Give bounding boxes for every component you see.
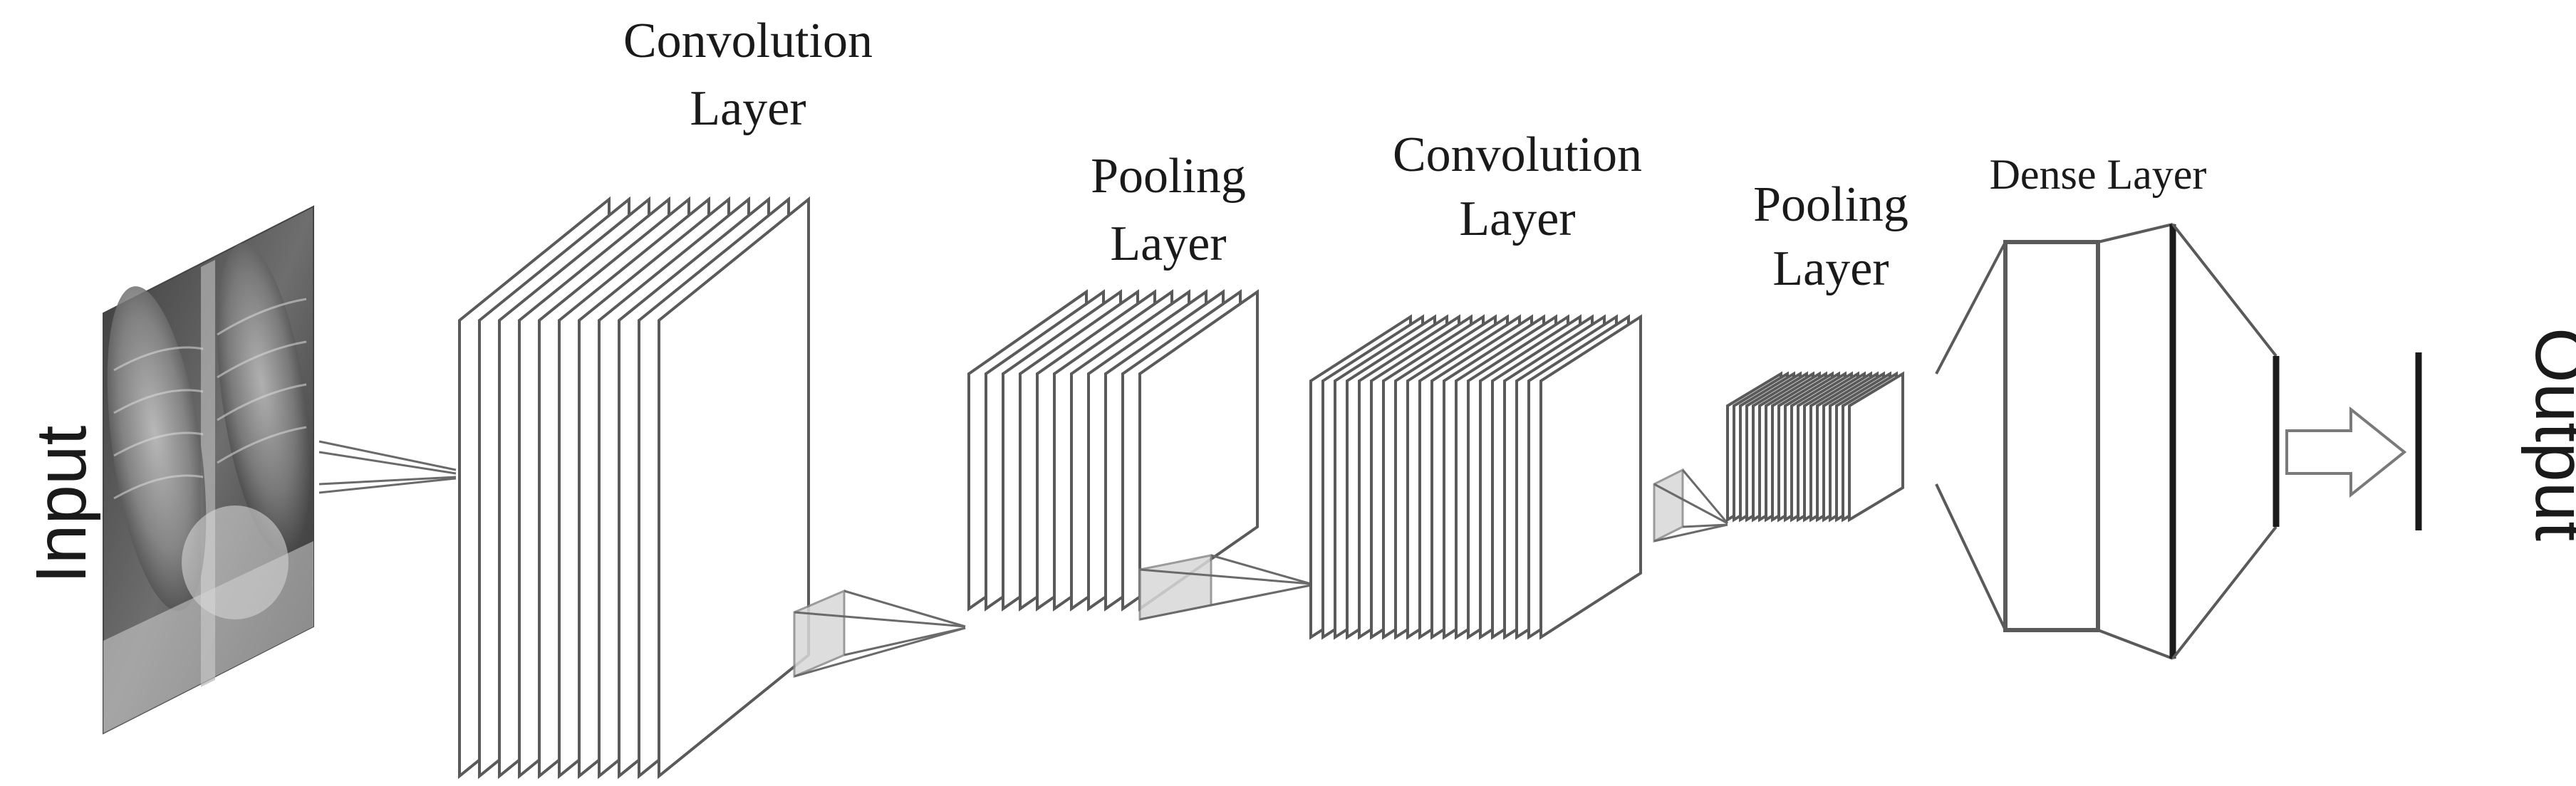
pool1-label-line2: Layer: [1110, 216, 1226, 271]
conv1-label-line1: Convolution: [623, 14, 873, 68]
dense-layer-1: [2003, 240, 2100, 632]
pool1-label-line1: Pooling: [1091, 149, 1246, 204]
pool2-feature-maps: [1726, 371, 1904, 523]
output-arrow-icon: [2285, 406, 2407, 498]
pool2-label-line2: Layer: [1772, 241, 1889, 296]
pool2-feature-map: [1848, 371, 1904, 523]
input-label: Input: [21, 425, 101, 584]
output-label: Output: [2520, 328, 2576, 541]
pool1-receptive-field: [1138, 554, 1312, 621]
chest-xray-image: [103, 205, 314, 735]
input-to-conv1-connector: [318, 440, 457, 494]
conv2-receptive-field: [1653, 468, 1729, 543]
conv1-feature-maps: [458, 196, 810, 780]
conv2-label-line1: Convolution: [1393, 127, 1642, 182]
conv1-receptive-field: [793, 589, 966, 678]
pool1-feature-maps: [967, 289, 1259, 612]
conv1-label-line2: Layer: [690, 81, 806, 136]
conv2-feature-map: [1539, 314, 1642, 640]
conv2-feature-maps: [1309, 314, 1642, 640]
pool1-feature-map: [1138, 289, 1259, 612]
pool2-label-line1: Pooling: [1753, 177, 1908, 232]
conv2-label-line2: Layer: [1459, 192, 1575, 246]
dense-layers: [1935, 223, 2280, 660]
dense-label: Dense Layer: [1990, 151, 2207, 198]
